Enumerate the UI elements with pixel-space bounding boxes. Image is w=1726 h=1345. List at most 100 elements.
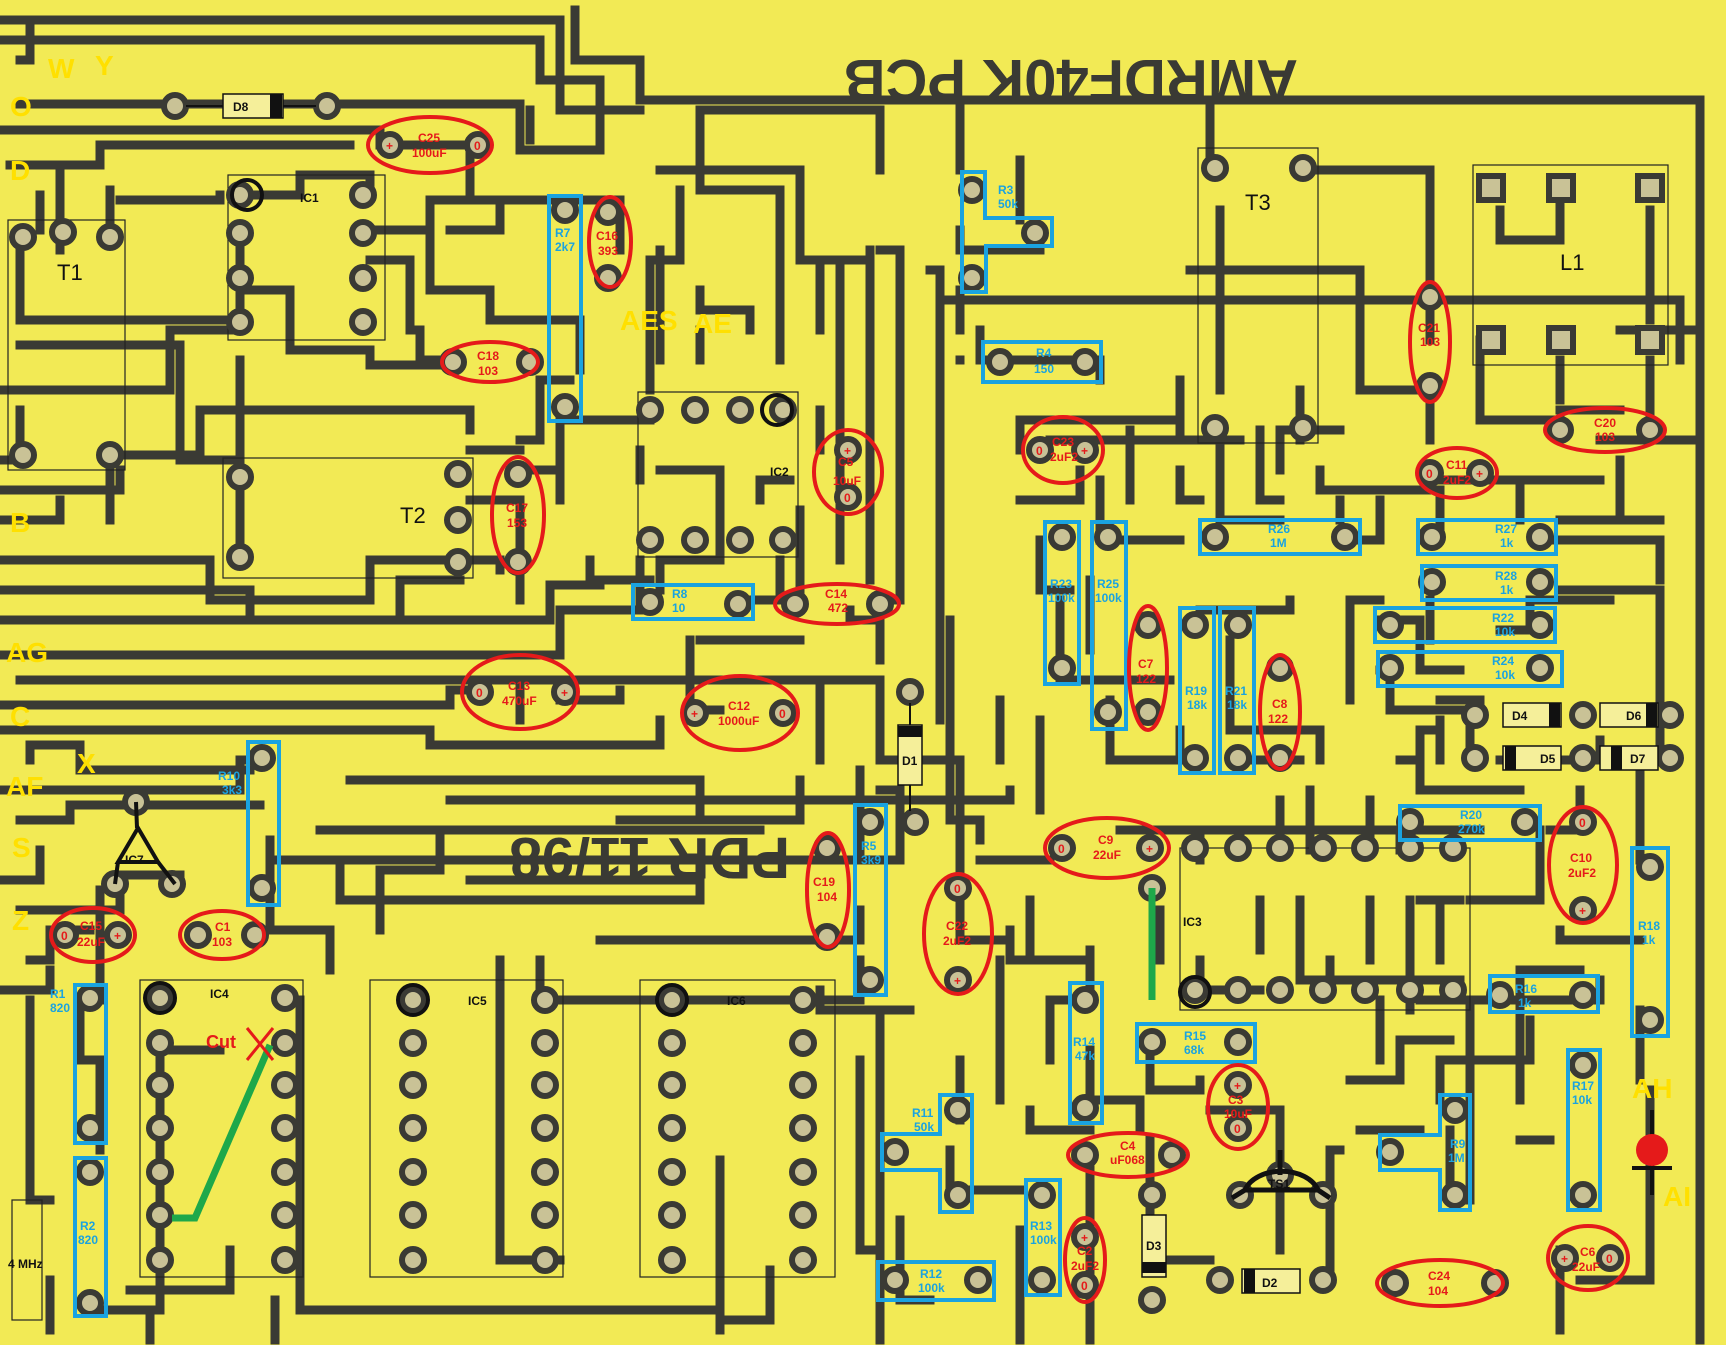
c8-name: C8 bbox=[1272, 697, 1288, 711]
c18-name: C18 bbox=[477, 349, 499, 363]
c25-value: 100uF bbox=[412, 146, 447, 160]
c9-value: 22uF bbox=[1093, 848, 1121, 862]
c6-zero: 0 bbox=[1606, 1252, 1613, 1266]
modifications: Cut bbox=[172, 888, 1156, 1222]
diode-d6: D6 bbox=[1599, 702, 1659, 728]
r7-value: 2k7 bbox=[555, 240, 575, 254]
c3-name: C3 bbox=[1228, 1093, 1244, 1107]
c13-value: 470uF bbox=[502, 694, 537, 708]
c14-name: C14 bbox=[825, 587, 847, 601]
r13-value: 100k bbox=[1030, 1233, 1057, 1247]
c23-zero: 0 bbox=[1036, 444, 1043, 458]
c6-plus: + bbox=[1561, 1252, 1568, 1266]
c24-name: C24 bbox=[1428, 1269, 1450, 1283]
r22-name: R22 bbox=[1492, 611, 1514, 625]
r16-name: R16 bbox=[1515, 982, 1537, 996]
c7-name: C7 bbox=[1138, 657, 1154, 671]
diode-d5: D5 bbox=[1502, 745, 1562, 771]
c2-plus: + bbox=[1081, 1231, 1088, 1245]
r15-name: R15 bbox=[1184, 1029, 1206, 1043]
c13-plus: + bbox=[561, 686, 568, 700]
ic6-label: IC6 bbox=[727, 994, 746, 1008]
transistor-ts1: TS1 bbox=[1230, 1150, 1332, 1201]
conn-ah: AH bbox=[1632, 1073, 1672, 1104]
d2-label: D2 bbox=[1262, 1276, 1278, 1290]
c21-name: C21 bbox=[1418, 321, 1440, 335]
r24-name: R24 bbox=[1492, 654, 1514, 668]
r21-value: 18k bbox=[1227, 698, 1247, 712]
r23-name: R23 bbox=[1050, 577, 1072, 591]
c15-zero: 0 bbox=[61, 929, 68, 943]
d5-label: D5 bbox=[1540, 752, 1556, 766]
diode-d4: D4 bbox=[1502, 702, 1562, 728]
d7-label: D7 bbox=[1630, 752, 1646, 766]
board-date: PDR 11/98 bbox=[509, 825, 790, 890]
r14-value: 47k bbox=[1075, 1049, 1095, 1063]
c25-name: C25 bbox=[418, 131, 440, 145]
diode-d1: D1 bbox=[897, 703, 923, 811]
c12-name: C12 bbox=[728, 699, 750, 713]
crystal-label: 4 MHz bbox=[8, 1257, 43, 1271]
r16-value: 1k bbox=[1518, 996, 1532, 1010]
r8-value: 10 bbox=[672, 601, 686, 615]
board-title: AMRDF40K PCB bbox=[844, 47, 1298, 112]
c2-zero: 0 bbox=[1081, 1279, 1088, 1293]
c14-value: 472 bbox=[828, 601, 848, 615]
conn-af: AF bbox=[6, 771, 43, 802]
component-outlines bbox=[7, 147, 1669, 1321]
c5-name: C5 bbox=[838, 455, 854, 469]
r26-name: R26 bbox=[1268, 522, 1290, 536]
c6-name: C6 bbox=[1580, 1245, 1596, 1259]
c6-value: 22uF bbox=[1572, 1260, 1600, 1274]
c21-value: 103 bbox=[1420, 335, 1440, 349]
conn-d: D bbox=[10, 155, 30, 186]
r3-name: R3 bbox=[998, 183, 1014, 197]
c20-value: 103 bbox=[1595, 430, 1615, 444]
r19-value: 18k bbox=[1187, 698, 1207, 712]
ts1-label: TS1 bbox=[1268, 1177, 1290, 1191]
c3-zero: 0 bbox=[1234, 1122, 1241, 1136]
r2-value: 820 bbox=[78, 1233, 98, 1247]
c15-name: C15 bbox=[80, 919, 102, 933]
c1-value: 103 bbox=[212, 935, 232, 949]
diode-d3: D3 bbox=[1141, 1214, 1167, 1278]
conn-aes: AES bbox=[620, 305, 678, 336]
d8-label: D8 bbox=[233, 100, 249, 114]
led-indicator bbox=[1632, 1110, 1672, 1195]
ic5-label: IC5 bbox=[468, 994, 487, 1008]
ic3-label: IC3 bbox=[1183, 915, 1202, 929]
t1-label: T1 bbox=[57, 260, 83, 285]
r18-name: R18 bbox=[1638, 919, 1660, 933]
c12-value: 1000uF bbox=[718, 714, 759, 728]
r11-name: R11 bbox=[912, 1106, 934, 1120]
r10-value: 3k3 bbox=[222, 783, 242, 797]
conn-x: X bbox=[77, 748, 96, 779]
connector-labels: W Y O D B AG C AF X S Z AES AE AH AI bbox=[6, 50, 1691, 1212]
c11-name: C11 bbox=[1446, 458, 1468, 472]
r25-value: 100k bbox=[1095, 591, 1122, 605]
diode-d7: D7 bbox=[1599, 745, 1659, 771]
conn-ae: AE bbox=[693, 308, 732, 339]
diode-d2: D2 bbox=[1241, 1268, 1301, 1294]
resistors: R7 2k7 R3 50k R4 150 R8 10 R10 3k3 R5 3k… bbox=[50, 170, 1670, 1318]
d3-label: D3 bbox=[1146, 1239, 1162, 1253]
c3-plus: + bbox=[1234, 1079, 1241, 1093]
r11-value: 50k bbox=[914, 1120, 934, 1134]
ic2-label: IC2 bbox=[770, 465, 789, 479]
c19-value: 104 bbox=[817, 890, 837, 904]
conn-z: Z bbox=[12, 905, 29, 936]
c9-name: C9 bbox=[1098, 833, 1114, 847]
r1-value: 820 bbox=[50, 1001, 70, 1015]
conn-b: B bbox=[10, 507, 30, 538]
c11-plus: + bbox=[1476, 467, 1483, 481]
t2-label: T2 bbox=[400, 503, 426, 528]
r9-name: R9 bbox=[1450, 1137, 1466, 1151]
c2-name: C2 bbox=[1077, 1244, 1093, 1258]
r15-value: 68k bbox=[1184, 1043, 1204, 1057]
r7-name: R7 bbox=[555, 226, 571, 240]
c4-name: C4 bbox=[1120, 1139, 1136, 1153]
c12-plus: + bbox=[691, 707, 698, 721]
c16-value: 393 bbox=[598, 244, 618, 258]
r25-name: R25 bbox=[1097, 577, 1119, 591]
c15-value: 22uF bbox=[77, 935, 105, 949]
